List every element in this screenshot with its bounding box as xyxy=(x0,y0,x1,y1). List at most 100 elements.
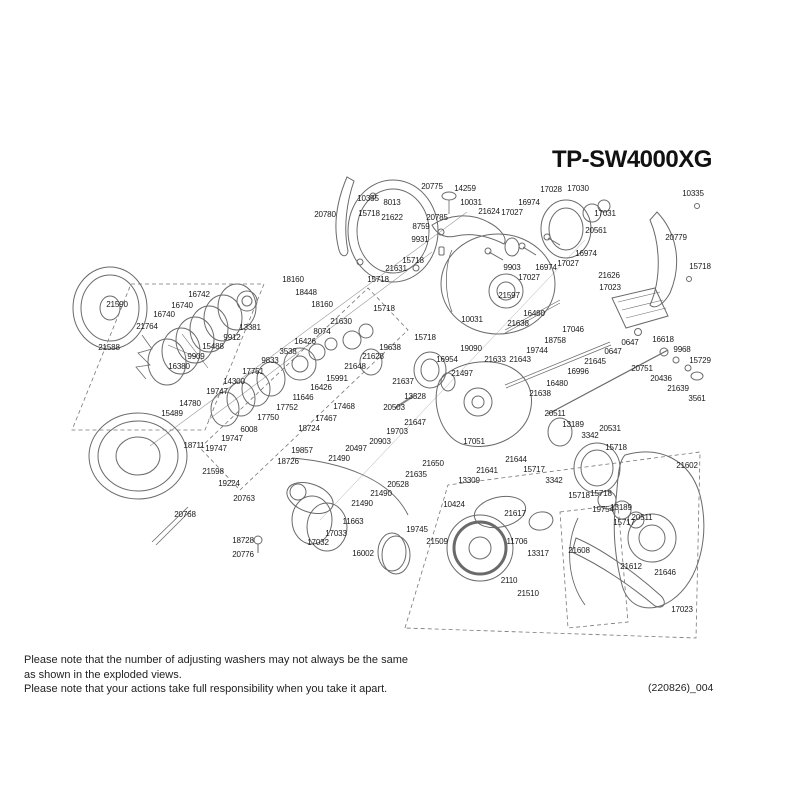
part-label-21639: 21639 xyxy=(667,382,689,393)
part-label-20779: 20779 xyxy=(665,231,687,242)
long-shaft xyxy=(547,349,669,415)
part-label-20763: 20763 xyxy=(233,492,255,503)
part-label-21646: 21646 xyxy=(654,566,676,577)
part-label-16996: 16996 xyxy=(567,365,589,376)
bail-arm xyxy=(431,215,506,245)
part-label-20775: 20775 xyxy=(421,180,443,191)
part-label-8759: 8759 xyxy=(412,220,430,231)
part-label-21638: 21638 xyxy=(507,317,529,328)
part-label-3342: 3342 xyxy=(545,474,563,485)
part-label-20903: 20903 xyxy=(369,435,391,446)
part-label-20561: 20561 xyxy=(585,224,607,235)
part-label-20528: 20528 xyxy=(387,478,409,489)
part-label-13317: 13317 xyxy=(527,547,549,558)
part-label-17031: 17031 xyxy=(594,207,616,218)
part-label-16426: 16426 xyxy=(294,335,316,346)
part-label-17468: 17468 xyxy=(333,400,355,411)
part-label-16740: 16740 xyxy=(171,299,193,310)
part-label-16954: 16954 xyxy=(436,353,458,364)
part-label-13309: 13309 xyxy=(458,474,480,485)
document-code: (220826)_004 xyxy=(648,682,714,694)
spool xyxy=(88,412,188,500)
part-label-21597: 21597 xyxy=(498,289,520,300)
part-label-10424: 10424 xyxy=(443,498,465,509)
part-label-18758: 18758 xyxy=(544,334,566,345)
part-label-14259: 14259 xyxy=(454,182,476,193)
worm-shaft xyxy=(504,341,612,389)
part-label-20511: 20511 xyxy=(544,407,566,418)
part-label-21622: 21622 xyxy=(381,211,403,222)
part-label-21644: 21644 xyxy=(505,453,527,464)
part-label-15718: 15718 xyxy=(568,489,590,500)
handle-knob xyxy=(473,495,527,529)
part-label-15991: 15991 xyxy=(326,372,348,383)
part-label-17751: 17751 xyxy=(242,365,264,376)
part-label-2110: 2110 xyxy=(500,574,518,585)
part-label-0647: 0647 xyxy=(604,345,622,356)
part-label-17051: 17051 xyxy=(463,435,485,446)
part-label-9833: 9833 xyxy=(261,354,279,365)
part-label-20497: 20497 xyxy=(345,442,367,453)
part-label-17046: 17046 xyxy=(562,323,584,334)
part-label-21509: 21509 xyxy=(426,535,448,546)
pinion-parts xyxy=(210,337,338,427)
drive-gear xyxy=(573,442,621,494)
part-label-16002: 16002 xyxy=(352,547,374,558)
part-label-15488: 15488 xyxy=(202,340,224,351)
part-label-15717: 15717 xyxy=(523,463,545,474)
part-label-17030: 17030 xyxy=(567,182,589,193)
reel-body xyxy=(440,233,556,335)
part-label-16974: 16974 xyxy=(575,247,597,258)
part-label-3538: 3538 xyxy=(279,345,297,356)
axis-line xyxy=(149,211,468,447)
roller-clutch-drum xyxy=(446,514,514,582)
part-label-21490: 21490 xyxy=(328,452,350,463)
part-label-14780: 14780 xyxy=(179,397,201,408)
part-label-15718: 15718 xyxy=(689,260,711,271)
part-label-11646: 11646 xyxy=(292,391,314,402)
part-label-17023: 17023 xyxy=(599,281,621,292)
part-label-8013: 8013 xyxy=(383,196,401,207)
part-label-21764: 21764 xyxy=(136,320,158,331)
part-label-18160: 18160 xyxy=(311,298,333,309)
part-label-19224: 19224 xyxy=(218,477,240,488)
part-label-18160: 18160 xyxy=(282,273,304,284)
part-label-18728: 18728 xyxy=(232,534,254,545)
part-label-16974: 16974 xyxy=(518,196,540,207)
part-label-17027: 17027 xyxy=(501,206,523,217)
part-label-21628: 21628 xyxy=(362,350,384,361)
part-label-21637: 21637 xyxy=(392,375,414,386)
part-label-21641: 21641 xyxy=(476,464,498,475)
part-label-16618: 16618 xyxy=(652,333,674,344)
axis-line xyxy=(207,251,433,421)
part-label-9909: 9909 xyxy=(187,350,205,361)
part-label-17032: 17032 xyxy=(307,536,329,547)
part-label-21647: 21647 xyxy=(404,416,426,427)
part-label-19745: 19745 xyxy=(406,523,428,534)
part-label-9968: 9968 xyxy=(673,343,691,354)
part-label-15489: 15489 xyxy=(161,407,183,418)
subassembly-boxes xyxy=(71,283,701,639)
gear-housing xyxy=(435,361,532,447)
part-label-21648: 21648 xyxy=(344,360,366,371)
part-label-16480: 16480 xyxy=(523,307,545,318)
part-label-15718: 15718 xyxy=(373,302,395,313)
part-label-16426: 16426 xyxy=(310,381,332,392)
part-label-16380: 16380 xyxy=(168,360,190,371)
part-label-21490: 21490 xyxy=(370,487,392,498)
part-label-21490: 21490 xyxy=(351,497,373,508)
drag-washer-stack xyxy=(147,283,257,386)
part-label-10031: 10031 xyxy=(461,313,483,324)
fin-part xyxy=(335,176,355,257)
footnote-line-2: as shown in the exploded views. xyxy=(24,668,182,681)
part-label-19638: 19638 xyxy=(379,341,401,352)
drag-knob xyxy=(72,266,148,350)
axis-line xyxy=(319,239,586,521)
part-label-19747: 19747 xyxy=(221,432,243,443)
page-title: TP-SW4000XG xyxy=(552,146,712,173)
part-label-14300: 14300 xyxy=(223,375,245,386)
part-label-20511: 20511 xyxy=(631,511,653,522)
